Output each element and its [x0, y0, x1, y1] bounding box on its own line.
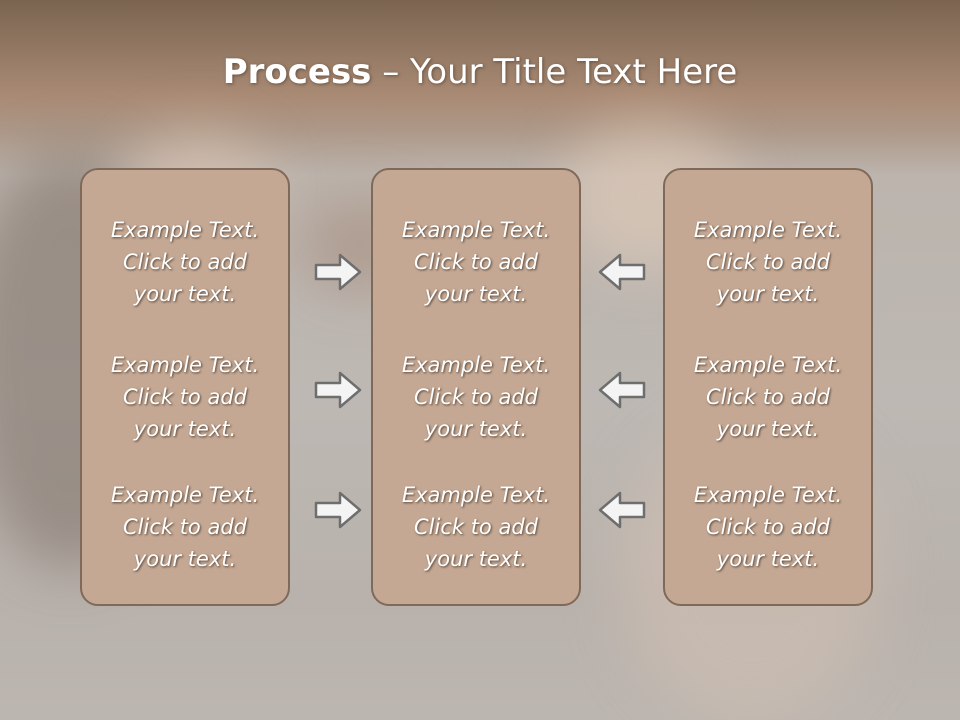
- text-block[interactable]: Example Text. Click to add your text.: [82, 214, 288, 310]
- text-line: your text.: [716, 547, 820, 571]
- process-column-center[interactable]: Example Text. Click to add your text. Ex…: [371, 168, 581, 606]
- text-block[interactable]: Example Text. Click to add your text.: [665, 479, 871, 575]
- text-line: Click to add: [413, 385, 538, 409]
- text-line: your text.: [716, 282, 820, 306]
- text-line: Click to add: [413, 250, 538, 274]
- title-rest: – Your Title Text Here: [371, 52, 738, 92]
- text-line: Example Text.: [110, 353, 260, 377]
- right-arrow-icon: [314, 253, 362, 291]
- process-column-left[interactable]: Example Text. Click to add your text. Ex…: [80, 168, 290, 606]
- text-block[interactable]: Example Text. Click to add your text.: [373, 479, 579, 575]
- text-line: your text.: [424, 282, 528, 306]
- text-line: Example Text.: [401, 353, 551, 377]
- text-block[interactable]: Example Text. Click to add your text.: [373, 349, 579, 445]
- text-line: Click to add: [122, 385, 247, 409]
- text-line: Example Text.: [401, 483, 551, 507]
- text-line: Click to add: [705, 515, 830, 539]
- text-line: your text.: [716, 417, 820, 441]
- text-line: Example Text.: [401, 218, 551, 242]
- text-block[interactable]: Example Text. Click to add your text.: [665, 349, 871, 445]
- text-line: Click to add: [413, 515, 538, 539]
- text-line: your text.: [133, 417, 237, 441]
- process-column-right[interactable]: Example Text. Click to add your text. Ex…: [663, 168, 873, 606]
- text-line: Click to add: [122, 515, 247, 539]
- text-block[interactable]: Example Text. Click to add your text.: [82, 479, 288, 575]
- text-line: your text.: [133, 547, 237, 571]
- text-block[interactable]: Example Text. Click to add your text.: [82, 349, 288, 445]
- text-line: your text.: [133, 282, 237, 306]
- left-arrow-icon: [598, 253, 646, 291]
- text-line: Click to add: [705, 250, 830, 274]
- text-line: Example Text.: [693, 483, 843, 507]
- text-line: Example Text.: [693, 353, 843, 377]
- title-bold: Process: [222, 52, 372, 92]
- right-arrow-icon: [314, 491, 362, 529]
- text-line: your text.: [424, 417, 528, 441]
- text-block[interactable]: Example Text. Click to add your text.: [373, 214, 579, 310]
- text-line: Example Text.: [110, 218, 260, 242]
- text-line: Click to add: [122, 250, 247, 274]
- left-arrow-icon: [598, 491, 646, 529]
- text-line: Example Text.: [110, 483, 260, 507]
- slide-title[interactable]: Process – Your Title Text Here: [0, 52, 960, 92]
- left-arrow-icon: [598, 371, 646, 409]
- text-line: your text.: [424, 547, 528, 571]
- text-block[interactable]: Example Text. Click to add your text.: [665, 214, 871, 310]
- text-line: Click to add: [705, 385, 830, 409]
- right-arrow-icon: [314, 371, 362, 409]
- text-line: Example Text.: [693, 218, 843, 242]
